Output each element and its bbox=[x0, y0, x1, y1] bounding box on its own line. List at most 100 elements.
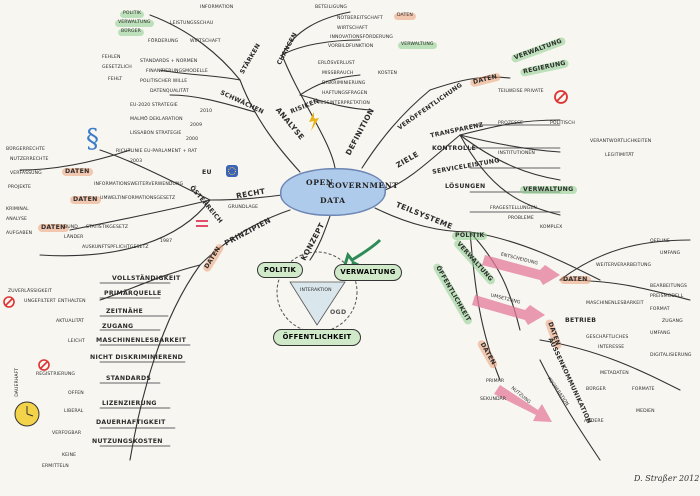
branch-ziele bbox=[384, 134, 461, 191]
recht-item-15: AUSKUNFTSPFLICHTGESETZ bbox=[82, 245, 149, 250]
recht-grundlage: GRUNDLAGE bbox=[228, 205, 259, 210]
recht-year-3: 2003 bbox=[130, 159, 143, 164]
teil-right-5: MASCHINENLESBARKEIT bbox=[586, 301, 644, 306]
ziele-legitimitaet: LEGITIMITÄT bbox=[605, 153, 634, 158]
signature: D. Straßer 2012 bbox=[634, 474, 700, 483]
chancen-item-innovation: INNOVATIONSFÖRDERUNG bbox=[330, 35, 393, 40]
teil-right-17: PRIMÄR bbox=[486, 379, 505, 384]
recht-item-5: NUTZERRECHTE bbox=[10, 157, 49, 162]
ziele-kontrolle: KONTROLLE bbox=[432, 145, 477, 152]
recht-item-12: BUND bbox=[64, 225, 78, 230]
teil-right-4: PREISMODELL bbox=[650, 294, 684, 299]
ziele-prozesse: PROZESSE bbox=[498, 121, 524, 126]
prinzipien-3: ZUGANG bbox=[102, 323, 134, 330]
ribbon-nutzung bbox=[494, 385, 552, 422]
ribbon-umsetzung bbox=[472, 295, 545, 325]
recht-item-8: INFORMATIONSWEITERVERWENDUNG bbox=[94, 182, 184, 187]
ziele-politisch: POLITISCH bbox=[550, 121, 575, 126]
ziele-probleme: PROBLEME bbox=[508, 216, 534, 221]
prinzipien-left-8: KEINE bbox=[62, 453, 77, 458]
prinzipien-1: PRIMÄRQUELLE bbox=[104, 290, 162, 297]
teil-right-14: BÜRGER bbox=[586, 387, 606, 392]
chancen-item-vorbild: VORBILDFUNKTION bbox=[328, 44, 374, 49]
risiken-item-2: DISKRIMINIERUNG bbox=[322, 81, 366, 86]
konzept-inner2: OGD bbox=[330, 309, 347, 316]
arrow-icon bbox=[341, 238, 382, 271]
teil-right-10: INTERESSE bbox=[598, 345, 625, 350]
center-line1: OPEN bbox=[306, 178, 334, 187]
branch-recht bbox=[209, 194, 283, 201]
teil-betrieb: BETRIEB bbox=[565, 317, 597, 324]
center-node: OPEN GOVERNMENT DATA bbox=[280, 168, 398, 216]
recht-item-11: ANALYSE bbox=[6, 217, 27, 222]
teil-right-8: UMFANG bbox=[650, 331, 671, 336]
schwaechen-item-finanzierung: FINANZIERUNGSMODELLE bbox=[146, 69, 208, 74]
teil-politik: POLITIK bbox=[452, 232, 488, 241]
recht-year-4: 1987 bbox=[160, 239, 173, 244]
staerken-item-information: INFORMATION bbox=[200, 5, 234, 10]
prinzipien-left-3: LEICHT bbox=[68, 339, 85, 344]
svg-text:§: § bbox=[86, 124, 99, 154]
prinzipien-2: ZEITNÄHE bbox=[106, 308, 144, 315]
konzept-inner1: INTERAKTION bbox=[300, 288, 332, 293]
center-line2: GOVERNMENT bbox=[328, 181, 399, 190]
paragraph-icon: § bbox=[86, 124, 99, 154]
prinzipien-4: MASCHINENLESBARKEIT bbox=[96, 337, 187, 344]
schwaechen-item-fehlt: FEHLT bbox=[108, 77, 123, 82]
prohibited-icon bbox=[554, 90, 568, 104]
teil-right-0: OFFLINE bbox=[650, 239, 670, 244]
prinzipien-left-0: ENTHALTEN bbox=[58, 299, 86, 304]
teil-right-15: MEDIEN bbox=[636, 409, 655, 414]
prinzipien-0: VOLLSTÄNDIGKEIT bbox=[112, 275, 181, 282]
recht-year-1: 2009 bbox=[190, 123, 203, 128]
recht-item-14: STATISTIKGESETZ bbox=[86, 225, 129, 230]
prinzipien-9: NUTZUNGSKOSTEN bbox=[92, 438, 163, 445]
staerken-item-wirtschaft: WIRTSCHAFT bbox=[190, 39, 221, 44]
prinzipien-8: DAUERHAFTIGKEIT bbox=[96, 419, 166, 426]
staerken-item-politik: POLITIK bbox=[120, 11, 145, 18]
staerken-item-verwaltung: VERWALTUNG bbox=[115, 20, 154, 27]
ziele-loesungen: LÖSUNGEN bbox=[445, 183, 486, 190]
konzept-politik: POLITIK bbox=[257, 262, 303, 278]
teil-right-18: SEKUNDÄR bbox=[480, 397, 507, 402]
risiken-item-0: ERLÖSVERLUST bbox=[318, 61, 355, 66]
recht-item-16: AUFGABEN bbox=[6, 231, 33, 236]
teil-right-12: METADATEN bbox=[600, 371, 629, 376]
prinzipien-left-7: VERFÜGBAR bbox=[52, 431, 82, 436]
ribbon-entscheidung bbox=[482, 255, 560, 285]
prohibited-icon-2 bbox=[3, 296, 15, 308]
teil-right-3: BEARBEITUNGS bbox=[650, 284, 688, 289]
schwaechen-item-standards: STANDARDS + NORMEN bbox=[140, 59, 198, 64]
recht-daten-3: DATEN bbox=[38, 224, 69, 233]
recht-year-0: 2010 bbox=[200, 109, 213, 114]
prinzipien-left-6: LIBERAL bbox=[64, 409, 84, 414]
prinzipien-left-4: REGISTRIERUNG bbox=[36, 372, 76, 377]
recht-item-2: LISSABON STRATEGIE bbox=[130, 131, 182, 136]
branch-analyse bbox=[239, 79, 301, 173]
definition-teilweise: TEILWEISE PRIVATE bbox=[498, 89, 544, 94]
recht-daten-2: DATEN bbox=[70, 196, 101, 205]
prinzipien-6: STANDARDS bbox=[106, 375, 152, 382]
teil-right-11: DIGITALISIERUNG bbox=[650, 353, 692, 358]
lightning-icon bbox=[309, 112, 319, 131]
prinzipien-left-10: DAUERHAFT bbox=[15, 367, 21, 397]
recht-item-1: MALMÖ DEKLARATION bbox=[130, 117, 183, 122]
recht-item-6: VERFASSUNG bbox=[10, 171, 42, 176]
risiken-item-1: MISSBRAUCH bbox=[322, 71, 354, 76]
prohibited-icon-3 bbox=[38, 359, 50, 371]
ziele-komplex: KOMPLEX bbox=[540, 225, 563, 230]
chancen-item-daten: DATEN bbox=[394, 13, 416, 20]
teil-right-16: ANDERE bbox=[584, 419, 604, 424]
prinzipien-5: NICHT DISKRIMINIEREND bbox=[90, 354, 184, 361]
branch-definition bbox=[361, 89, 431, 169]
teil-right-6: FORMAT bbox=[650, 307, 670, 312]
eu-flag-icon bbox=[226, 165, 238, 177]
schwaechen-item-gesetzlich: GESETZLICH bbox=[102, 65, 132, 70]
branch-konzept bbox=[309, 215, 331, 261]
recht-item-0: EU-2020 STRATEGIE bbox=[130, 103, 178, 108]
ziele-verantwortlichkeiten: VERANTWORTLICHKEITEN bbox=[590, 139, 652, 144]
recht-item-9: UMWELTINFORMATIONSGESETZ bbox=[100, 196, 176, 201]
branch-teilsysteme bbox=[374, 207, 471, 233]
risiken-item-3: HAFTUNGSFRAGEN bbox=[322, 91, 368, 96]
